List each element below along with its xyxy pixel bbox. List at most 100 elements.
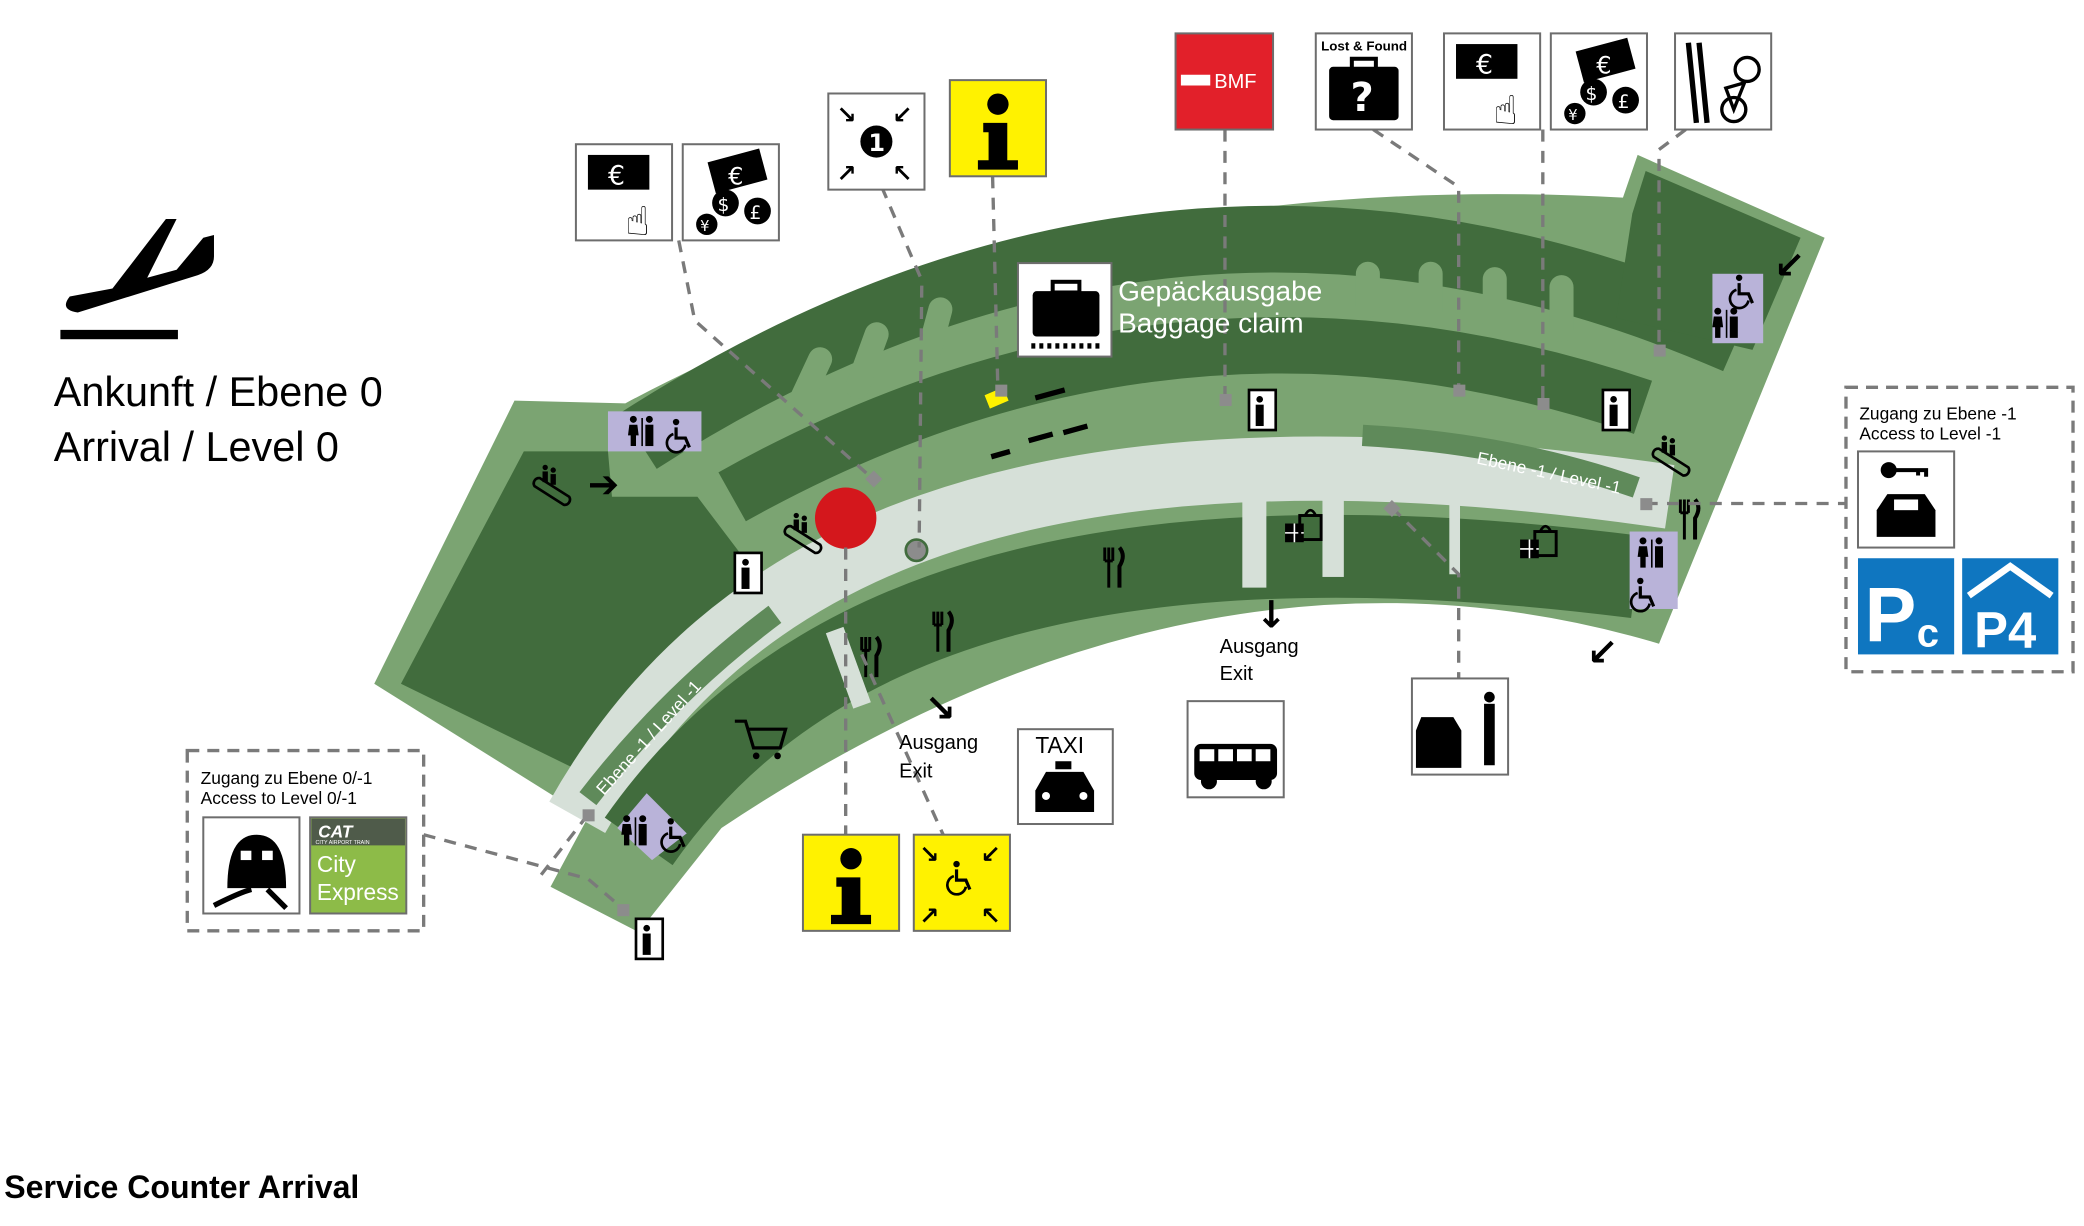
access-right-line1: Zugang zu Ebene -1 — [1859, 403, 2016, 423]
meeting-point-location — [904, 538, 929, 563]
exit-label-2-de: Ausgang — [1220, 636, 1299, 658]
garage-roof-icon — [1966, 562, 2054, 599]
exit-label-1-de: Ausgang — [899, 732, 978, 754]
shopping-cart-icon — [734, 719, 788, 760]
svg-text:↘: ↘ — [836, 101, 856, 129]
special-assistance-sign[interactable]: ↘ ↙ ↗ ↖ — [912, 833, 1011, 932]
elevator-icon — [634, 917, 665, 961]
question-icon: ? — [1351, 75, 1374, 121]
meeting-point-sign[interactable]: 1 ↘ ↙ ↗ ↖ — [827, 92, 926, 191]
parking-p4-label: P4 — [1974, 602, 2036, 659]
svg-text:¥: ¥ — [1568, 107, 1577, 124]
parking-pc-label: P — [1865, 572, 1917, 658]
train-icon — [227, 834, 287, 889]
train-sign[interactable] — [202, 816, 301, 915]
baggage-claim-label-en: Baggage claim — [1118, 308, 1303, 339]
city-express-line2: Express — [317, 879, 399, 905]
parking-p4-sign[interactable]: P4 — [1962, 558, 2059, 659]
access-left-line2: Access to Level 0/-1 — [201, 788, 357, 808]
bmf-sign[interactable]: BMF — [1174, 32, 1275, 131]
svg-text:€: € — [1596, 51, 1611, 79]
elevator-icon — [733, 551, 763, 595]
currency-exchange-sign-2[interactable]: € $ £ ¥ — [1549, 32, 1648, 131]
taxi-sign[interactable]: TAXI — [1016, 728, 1114, 826]
access-level-0-minus1-box: Zugang zu Ebene 0/-1 Access to Level 0/-… — [185, 748, 426, 933]
city-express-line1: City — [317, 851, 357, 877]
exit-label-2-en: Exit — [1220, 663, 1254, 685]
parking-pc-sub: c — [1917, 611, 1939, 655]
arrow-right-icon: ➔ — [588, 462, 619, 506]
chauffeur-service-sign[interactable] — [1410, 677, 1510, 776]
svg-text:↘: ↘ — [924, 686, 955, 730]
svg-text:$: $ — [717, 195, 729, 216]
service-counter-marker[interactable] — [814, 487, 877, 549]
information-sign-bottom[interactable] — [801, 833, 901, 932]
level-minus1-ramp-left — [579, 605, 782, 806]
exit-gaps — [825, 480, 1461, 709]
svg-text:¥: ¥ — [700, 218, 709, 235]
bmf-label: BMF — [1214, 71, 1256, 93]
shops-area — [604, 514, 1642, 866]
restroom-area-right-top — [1712, 272, 1764, 344]
key-icon — [1880, 462, 1897, 479]
baggage-belts — [784, 261, 1574, 423]
atm-sign-2[interactable]: € ☝ — [1442, 32, 1542, 134]
meeting-point-number: 1 — [868, 129, 885, 157]
cat-subtitle: CITY AIRPORT TRAIN — [315, 840, 369, 846]
converging-arrows-icon: ↘ ↙ ↗ ↖ — [919, 841, 1001, 930]
baggage-hall-lower — [718, 317, 1652, 522]
svg-text:↗: ↗ — [919, 902, 939, 930]
restroom-area-bottom — [617, 793, 687, 861]
access-level-minus1-box: Zugang zu Ebene -1 Access to Level -1 P … — [1844, 385, 2075, 674]
taxi-label: TAXI — [1035, 732, 1084, 758]
euro-icon: € — [1476, 49, 1493, 80]
svg-text:↙: ↙ — [981, 841, 1001, 869]
svg-text:£: £ — [1618, 92, 1630, 113]
elevator-icon — [1247, 388, 1278, 432]
exit-label-1-en: Exit — [899, 760, 933, 782]
converging-arrows-icon: ↘ ↙ ↗ ↖ — [836, 101, 912, 188]
svg-text:$: $ — [1586, 84, 1598, 105]
svg-text:↙: ↙ — [1774, 243, 1805, 287]
leader-lines — [423, 128, 1846, 917]
hand-icon: ☝ — [625, 199, 649, 245]
svg-text:↙: ↙ — [892, 101, 912, 129]
hand-icon: ☝ — [1493, 88, 1517, 134]
parking-pc-sign[interactable]: P c — [1857, 558, 1955, 658]
svg-text:↗: ↗ — [836, 160, 856, 188]
bicycle-icon — [1733, 55, 1761, 84]
svg-text:↙: ↙ — [1587, 630, 1618, 674]
bus-sign[interactable] — [1186, 700, 1285, 799]
down-arrow-icons: ↙ ↓ ↘ ↙ — [924, 243, 1805, 730]
sports-luggage-sign[interactable] — [1674, 32, 1773, 131]
lost-and-found-sign[interactable]: Lost & Found ? — [1314, 32, 1413, 131]
svg-text:↖: ↖ — [892, 160, 912, 188]
restroom-area-right-bottom — [1629, 531, 1678, 613]
page-title-de: Ankunft / Ebene 0 — [54, 369, 383, 415]
level-minus1-ramp-right — [1361, 424, 1640, 498]
svg-text:£: £ — [750, 203, 762, 224]
access-left-line1: Zugang zu Ebene 0/-1 — [201, 768, 373, 788]
currency-exchange-sign[interactable]: € $ £ ¥ — [681, 143, 780, 242]
atm-sign[interactable]: € ☝ — [574, 143, 674, 245]
service-counter-caption: Service Counter Arrival — [4, 1169, 359, 1205]
lost-found-label: Lost & Found — [1321, 39, 1407, 54]
baggage-claim-label-de: Gepäckausgabe — [1118, 275, 1322, 306]
cat-logo: CAT — [318, 821, 354, 841]
baggage-claim-sign — [1016, 262, 1113, 358]
svg-text:↘: ↘ — [919, 841, 939, 869]
euro-icon: € — [728, 162, 743, 190]
access-right-line2: Access to Level -1 — [1859, 423, 2001, 443]
page-title-en: Arrival / Level 0 — [54, 424, 339, 470]
information-sign-top[interactable] — [948, 79, 1048, 178]
svg-text:↖: ↖ — [981, 902, 1001, 930]
city-airport-train-sign[interactable]: CAT CITY AIRPORT TRAIN City Express — [309, 816, 408, 915]
arrival-plane-icon — [60, 219, 214, 340]
car-icon — [1876, 494, 1936, 537]
euro-icon: € — [608, 160, 625, 191]
car-rental-sign[interactable] — [1856, 450, 1956, 549]
terminal-building: Ebene -1 / Level -1 Ebene -1 / Level -1 — [374, 154, 1825, 933]
restroom-area-left — [607, 411, 702, 454]
baggage-belt-dashes — [990, 387, 1089, 460]
